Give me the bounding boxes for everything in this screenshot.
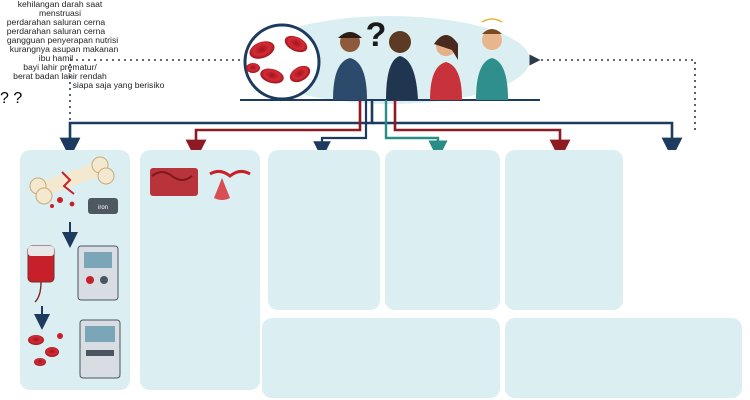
confused-people-icon <box>333 18 508 100</box>
label-menstruation: kehilangan darah saat menstruasi <box>17 0 103 19</box>
arrow-menstruation-right: perdarahan saluran cerna perdarahan salu… <box>0 17 750 108</box>
label-at-risk: siapa saja yang berisiko <box>72 80 165 91</box>
panel-food <box>262 318 500 398</box>
panel-menstruation <box>140 150 260 390</box>
iron-bar-icon: iron <box>88 198 118 214</box>
svg-text:iron: iron <box>98 205 108 211</box>
broken-bone-icon <box>29 156 115 208</box>
label-intake: kurangnya asupan makanan <box>9 44 119 55</box>
label-gi-bleeding-bottom: perdarahan saluran cerna <box>6 26 106 37</box>
label-pregnant: ibu hamil <box>38 53 74 64</box>
question-mark: ? <box>366 16 387 54</box>
branch-connectors <box>59 100 683 161</box>
dialysis-machine-icon <box>77 245 119 301</box>
panel-at-risk <box>505 318 742 398</box>
dotted-arrow-right <box>529 54 696 130</box>
panel-intake <box>505 150 623 310</box>
panel-pregnant <box>630 150 742 310</box>
blood-bag-icon <box>27 245 55 303</box>
calendar-icon: ? <box>0 90 9 108</box>
red-blood-cells-icon <box>243 23 321 101</box>
scattered-cells-icon <box>28 333 63 366</box>
panel-gi-bleeding <box>268 150 380 310</box>
monitor-machine-icon <box>79 319 121 379</box>
label-absorption: gangguan penyerapan nutrisi <box>6 35 119 46</box>
header-group: ? <box>240 16 540 104</box>
label-gi-bleeding-top: perdarahan saluran cerna <box>6 17 106 28</box>
uterus-icon <box>209 169 251 200</box>
arrow-menstruation-left: perdarahan saluran cerna perdarahan salu… <box>0 17 750 108</box>
dotted-arrow-left <box>64 59 240 156</box>
panel-absorption <box>385 150 500 310</box>
tissue-icon <box>150 168 198 196</box>
blood-bag-risk-icon: ? <box>13 90 23 108</box>
bracket-menstruation: perdarahan saluran cerna perdarahan salu… <box>0 17 750 108</box>
